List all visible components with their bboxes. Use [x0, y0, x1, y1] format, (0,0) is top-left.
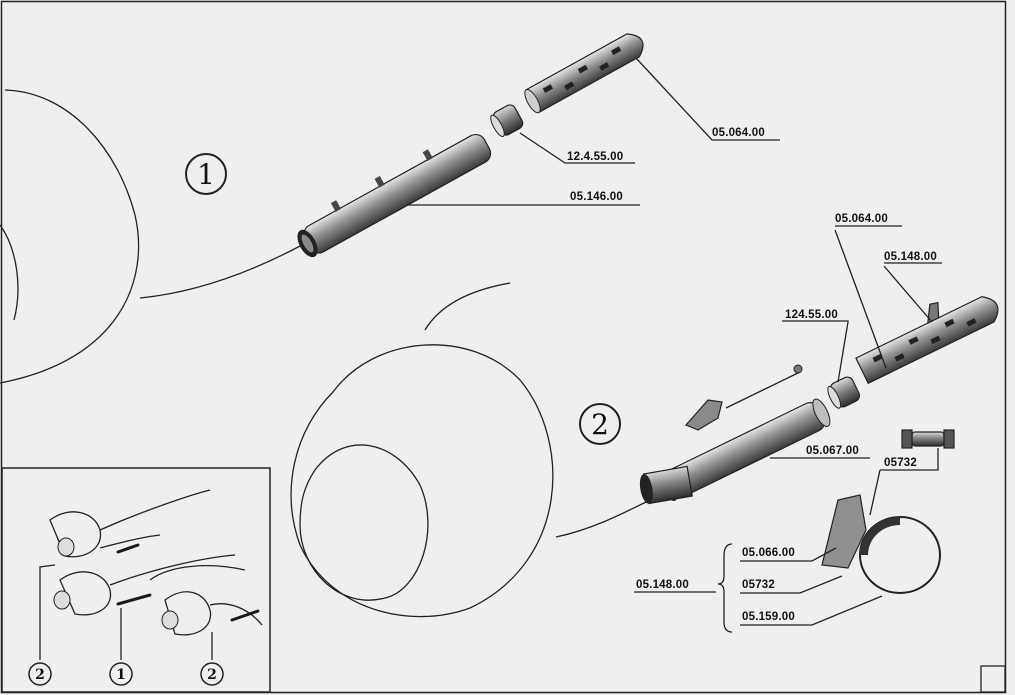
- label-view2-heatshield: 05.148.00: [884, 251, 937, 263]
- view2-bracket-small: [684, 364, 803, 431]
- label-view1-tailpipe: 05.064.00: [712, 127, 765, 139]
- label-view2-clamp: 124.55.00: [785, 309, 838, 321]
- view2-exhaust-pipe: [660, 398, 831, 501]
- view1-tailpipe: [524, 33, 644, 114]
- group-item-2: 05732: [742, 579, 775, 591]
- inset-exhaust-2: [116, 593, 152, 606]
- leader-view2-clamp: [782, 320, 849, 383]
- view2-mount-part: [901, 429, 955, 449]
- inset-marker-right: 2: [207, 667, 217, 683]
- view1-marker: 1: [197, 158, 215, 191]
- leader-view1-clamp: [519, 132, 635, 164]
- view1-body-outline: [0, 89, 303, 384]
- view1-clamp: [490, 104, 524, 137]
- leader-group-item-1: [740, 547, 837, 562]
- label-view2-exhaust: 05.067.00: [806, 445, 859, 457]
- view2-tailpipe: [855, 296, 999, 385]
- inset-marker-mid-circle: [109, 662, 133, 686]
- view1-marker-circle: [185, 153, 227, 195]
- corner-box: [980, 665, 1006, 693]
- leader-group-item-2: [740, 575, 843, 594]
- group-brace: [717, 543, 733, 633]
- leader-view2-mount: [880, 448, 939, 471]
- label-view1-exhaust: 05.146.00: [570, 191, 623, 203]
- inset-nacelles: [49, 489, 263, 636]
- label-view2-tailpipe: 05.064.00: [835, 213, 888, 225]
- group-item-1: 05.066.00: [742, 547, 795, 559]
- leader-view2-mount-b: [869, 469, 881, 516]
- inset-marker-mid: 1: [116, 667, 126, 683]
- inset-exhaust-1: [116, 543, 140, 554]
- inset-frame: [1, 467, 271, 693]
- inset-exhaust-3: [230, 609, 260, 622]
- leader-view2-heatshield-b: [883, 265, 933, 323]
- inset-marker-left-circle: [28, 662, 52, 686]
- view2-clamp: [827, 376, 861, 409]
- view1-exhaust-pipe: [297, 133, 492, 258]
- inset-marker-left: 2: [35, 667, 45, 683]
- view2-marker-circle: [579, 403, 621, 445]
- label-view1-clamp: 12.4.55.00: [567, 151, 623, 163]
- inset-marker-right-circle: [200, 662, 224, 686]
- view2-marker: 2: [591, 408, 609, 441]
- view2-nacelle-outline: [290, 282, 651, 618]
- group-assembly-label: 05.148.00: [636, 579, 689, 591]
- view2-elbow: [639, 465, 693, 505]
- view2-ring-bracket: [821, 494, 941, 594]
- label-view2-mount: 05732: [884, 457, 917, 469]
- leader-group-item-3: [740, 595, 883, 626]
- leader-view1-tailpipe: [635, 57, 780, 141]
- leader-view2-tailpipe-b: [834, 229, 887, 369]
- inset-leader-left: [39, 564, 56, 660]
- group-item-3: 05.159.00: [742, 611, 795, 623]
